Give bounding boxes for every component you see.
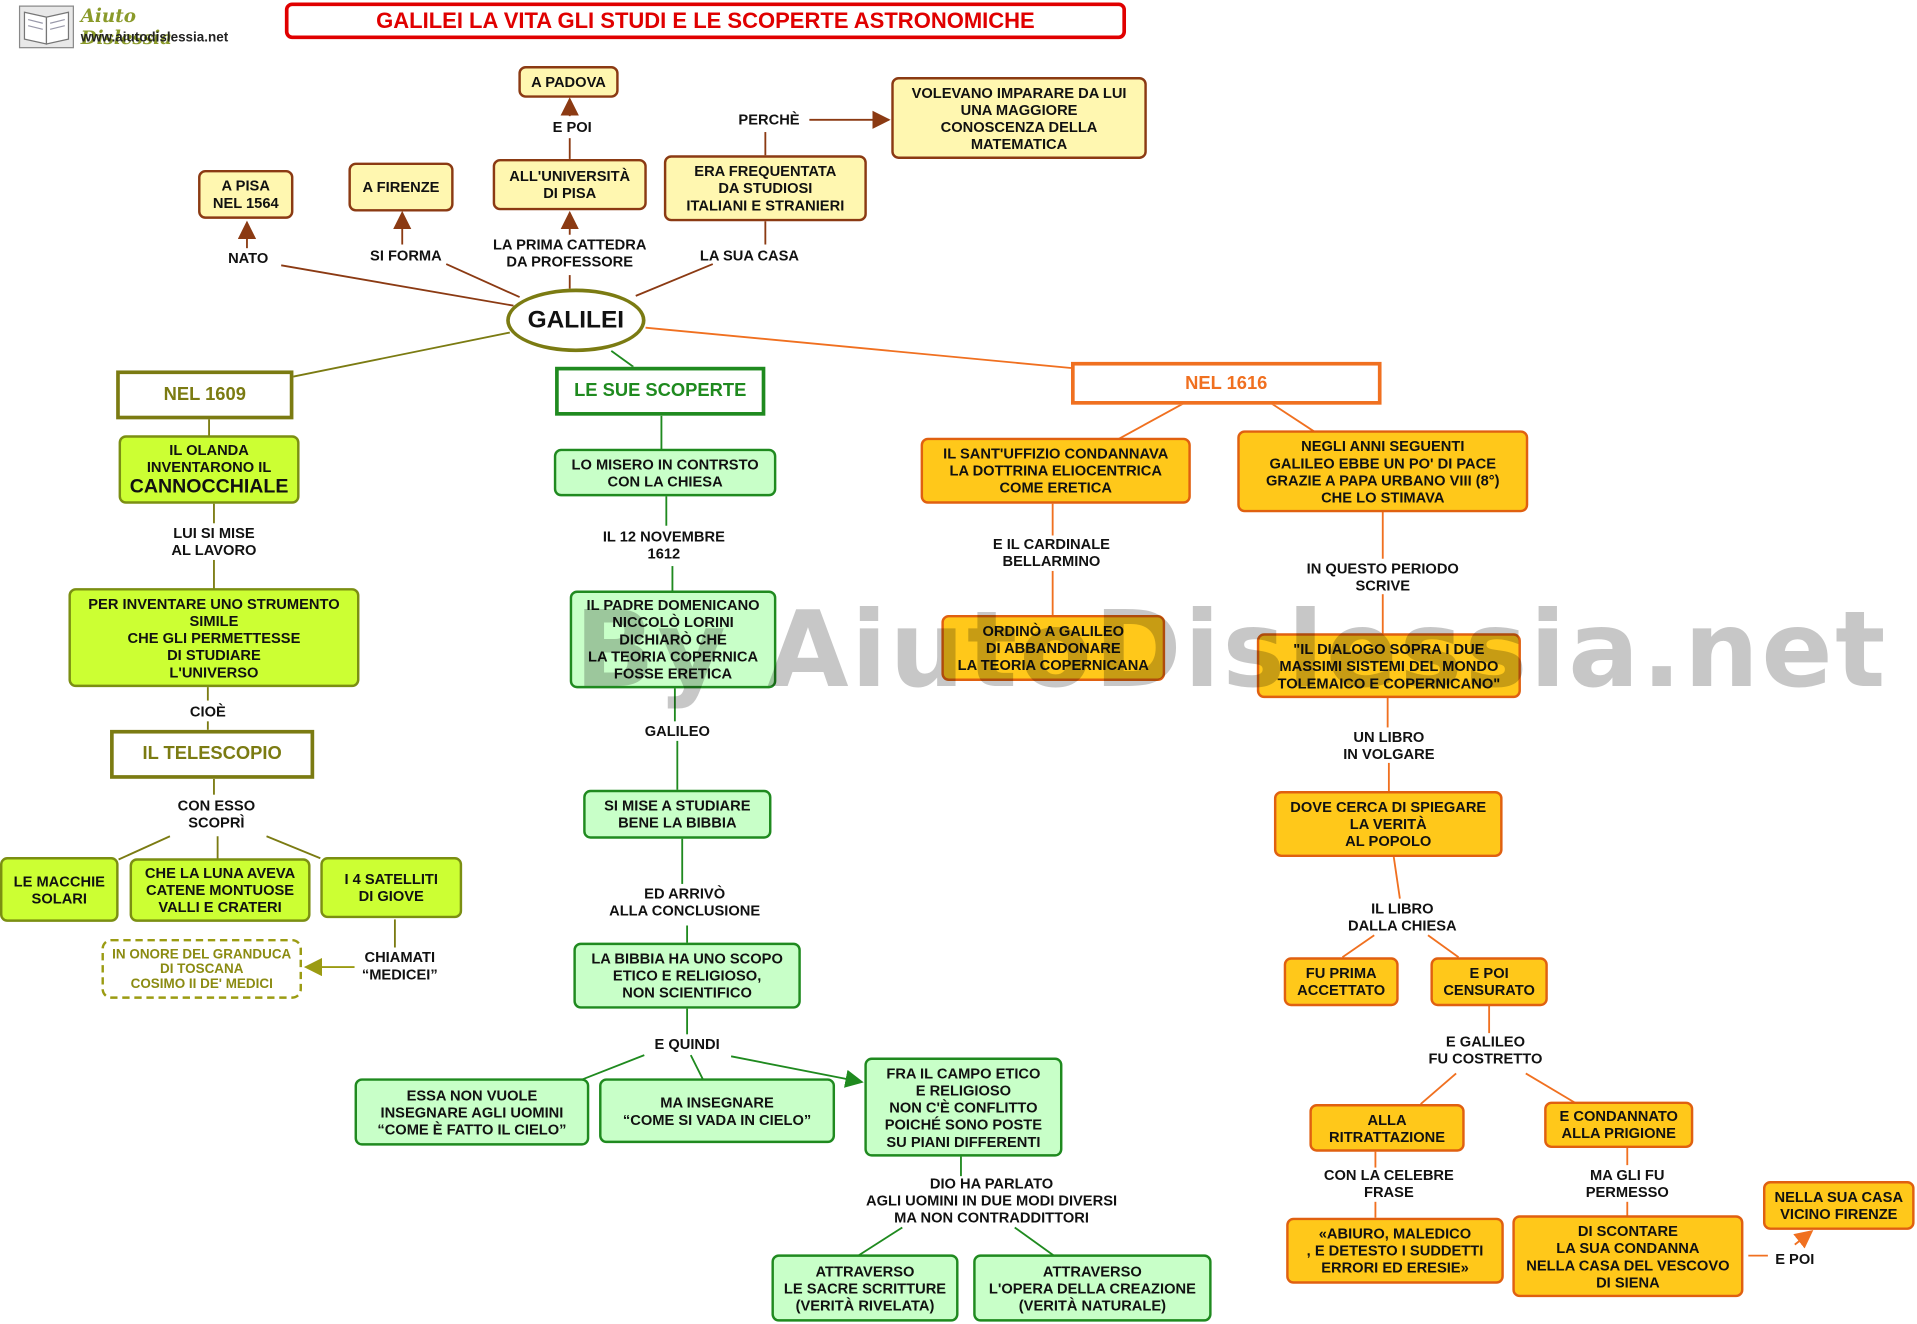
branch-nel-1609: NEL 1609 bbox=[116, 370, 294, 420]
node-frequentata: ERA FREQUENTATA DA STUDIOSI ITALIANI E S… bbox=[663, 155, 867, 222]
node-olanda-cannocchiale: IL OLANDA INVENTARONO IL CANNOCCHIALE bbox=[118, 435, 300, 504]
watermark: By AiutoDislessia.net bbox=[574, 589, 1888, 712]
node-abiuro-maledico: «ABIURO, MALEDICO , E DETESTO I SUDDETTI… bbox=[1286, 1217, 1504, 1284]
aiuto-dislessia-logo: Aiuto Dislessia www.aiutodislessia.net bbox=[17, 2, 232, 51]
node-volevano-imparare: VOLEVANO IMPARARE DA LUI UNA MAGGIORE CO… bbox=[891, 77, 1147, 159]
label-fu-permesso: MA GLI FU PERMESSO bbox=[1585, 1166, 1669, 1201]
center-label: GALILEI bbox=[527, 306, 625, 334]
node-contrasto-chiesa: LO MISERO IN CONTRSTO CON LA CHIESA bbox=[553, 448, 777, 497]
node-luna-crateri: CHE LA LUNA AVEVA CATENE MONTUOSE VALLI … bbox=[129, 858, 311, 922]
label-la-sua-casa: LA SUA CASA bbox=[699, 246, 800, 265]
node-santuffizio: IL SANT'UFFIZIO CONDANNAVA LA DOTTRINA E… bbox=[920, 437, 1191, 504]
label-perche: PERCHÈ bbox=[738, 111, 800, 129]
node-come-fatto-cielo: ESSA NON VUOLE INSEGNARE AGLI UOMINI “CO… bbox=[354, 1078, 590, 1146]
node-poi-censurato: E POI CENSURATO bbox=[1430, 957, 1548, 1007]
logo-name: Aiuto Dislessia bbox=[80, 4, 173, 49]
node-sacre-scritture: ATTRAVERSO LE SACRE SCRITTURE (VERITÀ RI… bbox=[771, 1254, 959, 1322]
node-fu-prima-accettato: FU PRIMA ACCETTATO bbox=[1283, 957, 1399, 1007]
label-e-poi-top: E POI bbox=[552, 118, 592, 136]
label-cioe: CIOÈ bbox=[189, 702, 226, 721]
book-icon bbox=[18, 5, 74, 49]
label-12-novembre: IL 12 NOVEMBRE 1612 bbox=[602, 528, 725, 563]
label-il-libro-chiesa: IL LIBRO DALLA CHIESA bbox=[1347, 899, 1457, 935]
node-padova: A PADOVA bbox=[518, 66, 619, 98]
node-pisa-1564: A PISA NEL 1564 bbox=[198, 169, 294, 219]
node-universita-pisa: ALL'UNIVERSITÀ DI PISA bbox=[492, 158, 647, 211]
node-casa-vicino-firenze: NELLA SUA CASA VICINO FIRENZE bbox=[1762, 1181, 1915, 1230]
node-padre-lorini: IL PADRE DOMENICANO NICCOLÒ LORINI DICHI… bbox=[569, 590, 777, 689]
logo-url: www.aiutodislessia.net bbox=[80, 30, 229, 46]
node-ordino-galileo: ORDINÒ A GALILEO DI ABBANDONARE LA TEORI… bbox=[941, 614, 1166, 681]
label-dio-ha-parlato: DIO HA PARLATO AGLI UOMINI IN DUE MODI D… bbox=[866, 1174, 1118, 1227]
node-granduca-toscana: IN ONORE DEL GRANDUCA DI TOSCANA COSIMO … bbox=[101, 938, 302, 999]
node-condannato-prigione: E CONDANNATO ALLA PRIGIONE bbox=[1544, 1101, 1694, 1149]
branch-le-sue-scoperte: LE SUE SCOPERTE bbox=[555, 366, 766, 416]
label-lui-si-mise: LUI SI MISE AL LAVORO bbox=[171, 524, 257, 559]
olanda-text: IL OLANDA INVENTARONO IL bbox=[146, 440, 272, 475]
label-e-poi-right: E POI bbox=[1775, 1250, 1815, 1268]
label-cardinale-bellarmino: E IL CARDINALE BELLARMINO bbox=[992, 535, 1110, 570]
label-galileo-costretto: E GALILEO FU COSTRETTO bbox=[1428, 1033, 1543, 1068]
node-come-vada-cielo: MA INSEGNARE “COME SI VADA IN CIELO” bbox=[599, 1078, 836, 1144]
node-negli-anni-seguenti: NEGLI ANNI SEGUENTI GALILEO EBBE UN PO' … bbox=[1237, 430, 1529, 513]
node-scopo-bibbia: LA BIBBIA HA UNO SCOPO ETICO E RELIGIOSO… bbox=[573, 942, 801, 1009]
branch-nel-1616: NEL 1616 bbox=[1070, 361, 1382, 405]
label-e-quindi: E QUINDI bbox=[654, 1035, 720, 1053]
node-campo-etico: FRA IL CAMPO ETICO E RELIGIOSO NON C'È C… bbox=[864, 1057, 1063, 1157]
label-ed-arrivo: ED ARRIVÒ ALLA CONCLUSIONE bbox=[609, 885, 761, 920]
label-un-libro: UN LIBRO IN VOLGARE bbox=[1343, 728, 1435, 763]
node-spiegare-verita: DOVE CERCA DI SPIEGARE LA VERITÀ AL POPO… bbox=[1273, 791, 1503, 858]
center-node-galilei: GALILEI bbox=[506, 288, 646, 353]
node-opera-creazione: ATTRAVERSO L'OPERA DELLA CREAZIONE (VERI… bbox=[973, 1254, 1212, 1322]
node-ritrattazione: ALLA RITRATTAZIONE bbox=[1309, 1104, 1465, 1152]
node-satelliti-giove: I 4 SATELLITI DI GIOVE bbox=[320, 857, 463, 919]
node-scontare-condanna: DI SCONTARE LA SUA CONDANNA NELLA CASA D… bbox=[1512, 1215, 1744, 1298]
node-macchie-solari: LE MACCHIE SOLARI bbox=[0, 857, 119, 922]
label-galileo: GALILEO bbox=[644, 722, 710, 740]
label-chiamati-medicei: CHIAMATI “MEDICEI” bbox=[361, 948, 438, 983]
cannocchiale-text: CANNOCCHIALE bbox=[129, 476, 289, 497]
node-strumento-simile: PER INVENTARE UNO STRUMENTO SIMILE CHE G… bbox=[68, 588, 360, 688]
label-prima-cattedra: LA PRIMA CATTEDRA DA PROFESSORE bbox=[492, 235, 647, 271]
node-firenze: A FIRENZE bbox=[348, 162, 454, 212]
label-in-questo-periodo: IN QUESTO PERIODO SCRIVE bbox=[1306, 559, 1459, 595]
label-celebre-frase: CON LA CELEBRE FRASE bbox=[1323, 1166, 1454, 1201]
label-si-forma: SI FORMA bbox=[370, 246, 442, 265]
page-title: GALILEI LA VITA GLI STUDI E LE SCOPERTE … bbox=[284, 2, 1127, 40]
label-con-esso: CON ESSO SCOPRÌ bbox=[177, 797, 256, 832]
node-telescopio: IL TELESCOPIO bbox=[110, 729, 315, 779]
node-dialogo-massimi-sistemi: "IL DIALOGO SOPRA I DUE MASSIMI SISTEMI … bbox=[1256, 633, 1521, 699]
node-studiare-bibbia: SI MISE A STUDIARE BENE LA BIBBIA bbox=[583, 789, 772, 839]
label-nato: NATO bbox=[228, 249, 269, 267]
